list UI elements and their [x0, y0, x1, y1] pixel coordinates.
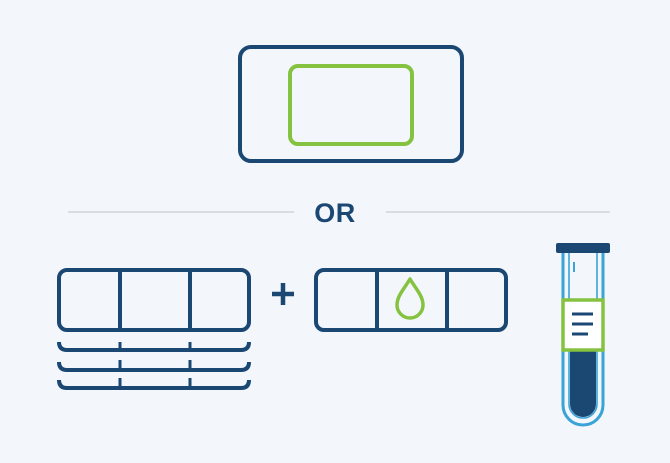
- blood-drop-icon: [395, 277, 425, 320]
- test-strip-stack-icon: [57, 268, 251, 390]
- or-separator-label: OR: [314, 198, 356, 228]
- card-icon: [238, 45, 464, 163]
- test-tube-icon: [556, 243, 610, 427]
- blood-drop-strip-icon: [314, 268, 508, 332]
- plus-icon: [272, 283, 294, 305]
